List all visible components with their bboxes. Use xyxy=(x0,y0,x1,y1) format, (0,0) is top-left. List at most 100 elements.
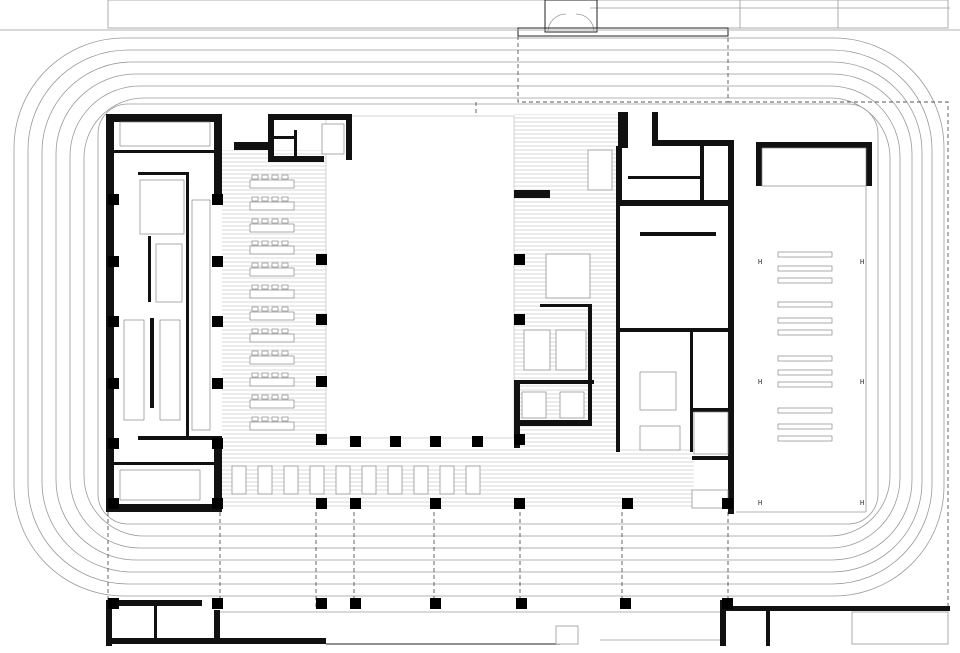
chair xyxy=(261,350,269,356)
chair xyxy=(281,416,289,422)
bench xyxy=(777,369,833,376)
table xyxy=(465,465,481,495)
chair xyxy=(251,328,259,334)
left-wing xyxy=(106,114,222,512)
chair xyxy=(281,284,289,290)
service-core xyxy=(234,114,352,162)
column xyxy=(108,438,119,449)
column xyxy=(514,254,525,265)
chair xyxy=(261,328,269,334)
chair xyxy=(261,372,269,378)
table xyxy=(249,289,295,299)
table xyxy=(249,245,295,255)
column xyxy=(108,194,119,205)
column xyxy=(212,598,223,609)
chair xyxy=(271,372,279,378)
chair xyxy=(271,218,279,224)
chair xyxy=(261,416,269,422)
chair xyxy=(281,218,289,224)
column xyxy=(108,598,119,609)
bench xyxy=(777,407,833,414)
chair xyxy=(251,306,259,312)
chair xyxy=(251,240,259,246)
table xyxy=(257,465,273,495)
chair xyxy=(251,174,259,180)
column xyxy=(212,438,223,449)
chair xyxy=(271,284,279,290)
chair xyxy=(261,306,269,312)
column xyxy=(108,256,119,267)
chair xyxy=(271,174,279,180)
column xyxy=(350,498,361,509)
chair xyxy=(271,394,279,400)
column xyxy=(350,436,361,447)
column xyxy=(722,498,733,509)
toilet-core xyxy=(616,112,734,514)
hall-marker: H xyxy=(758,258,762,266)
bench xyxy=(777,355,833,362)
chair xyxy=(251,372,259,378)
table xyxy=(249,201,295,211)
column xyxy=(350,598,361,609)
column xyxy=(514,498,525,509)
table xyxy=(249,333,295,343)
chair xyxy=(261,218,269,224)
bench xyxy=(777,435,833,442)
hall-marker: H xyxy=(860,499,864,507)
table xyxy=(361,465,377,495)
bench xyxy=(777,301,833,308)
hall-marker: H xyxy=(860,258,864,266)
column xyxy=(430,436,441,447)
column xyxy=(108,316,119,327)
column xyxy=(212,378,223,389)
column xyxy=(514,434,525,445)
chair xyxy=(281,306,289,312)
bench xyxy=(777,317,833,324)
structural-columns xyxy=(108,194,733,609)
bench xyxy=(777,277,833,284)
sports-hall: H H H H H H xyxy=(736,142,872,513)
chair xyxy=(261,284,269,290)
column xyxy=(390,436,401,447)
hall-marker: H xyxy=(860,378,864,386)
table xyxy=(231,465,247,495)
column xyxy=(430,498,441,509)
chair xyxy=(271,196,279,202)
central-block xyxy=(514,149,613,448)
chair xyxy=(271,306,279,312)
hall-marker: H xyxy=(758,499,762,507)
chair xyxy=(271,262,279,268)
table xyxy=(249,399,295,409)
table xyxy=(249,377,295,387)
chair xyxy=(281,262,289,268)
column xyxy=(316,254,327,265)
chair xyxy=(281,240,289,246)
column xyxy=(620,598,631,609)
column xyxy=(212,194,223,205)
column xyxy=(108,378,119,389)
chair xyxy=(251,416,259,422)
chair xyxy=(251,394,259,400)
chair xyxy=(281,174,289,180)
chair xyxy=(261,240,269,246)
column xyxy=(212,316,223,327)
top-strip xyxy=(107,0,950,37)
chair xyxy=(251,350,259,356)
chair xyxy=(271,416,279,422)
bench xyxy=(777,251,833,258)
chair xyxy=(261,174,269,180)
chair xyxy=(281,328,289,334)
column xyxy=(472,436,483,447)
table xyxy=(283,465,299,495)
chair xyxy=(251,218,259,224)
table xyxy=(249,311,295,321)
table xyxy=(439,465,455,495)
bench xyxy=(777,423,833,430)
column xyxy=(108,498,119,509)
table xyxy=(249,223,295,233)
chair xyxy=(281,372,289,378)
chair xyxy=(251,284,259,290)
dining-tables xyxy=(231,174,481,495)
chair xyxy=(261,196,269,202)
